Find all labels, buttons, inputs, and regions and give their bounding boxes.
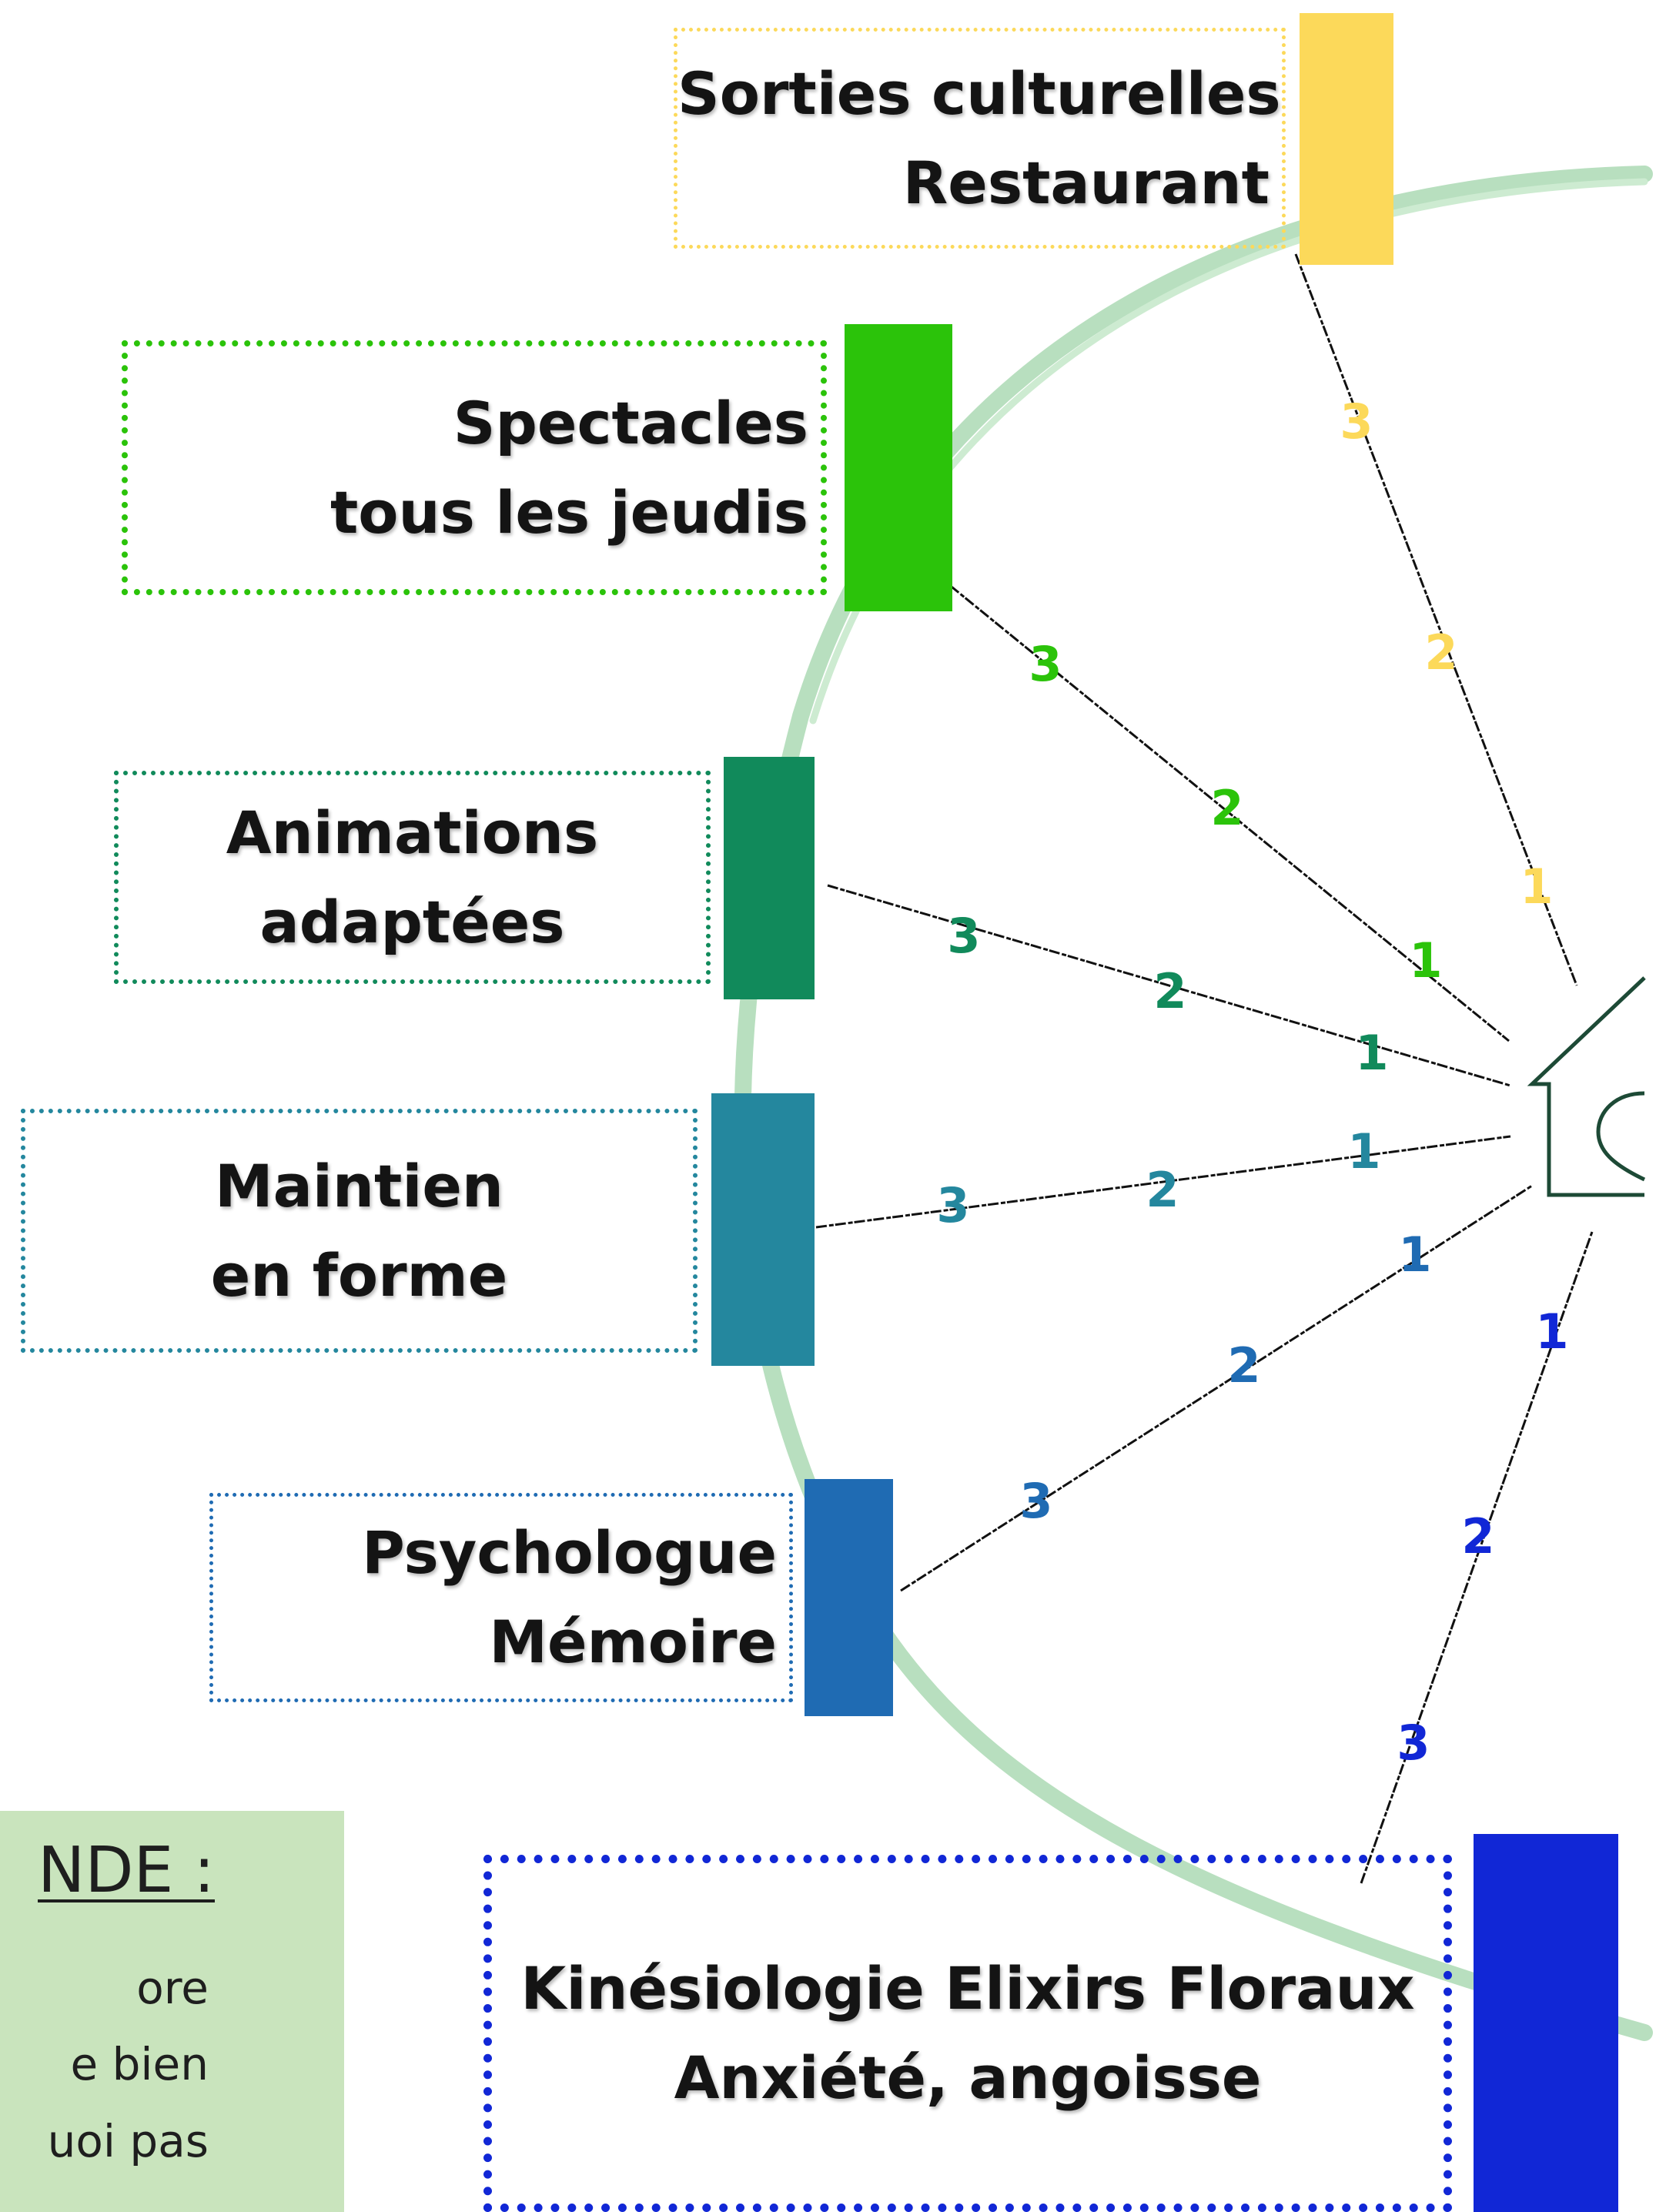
house-icon [1527, 976, 1646, 1197]
legend-line-3: uoi pas [47, 2115, 209, 2167]
activity-label-line-2: adaptées [259, 887, 565, 956]
tick-label: 1 [1398, 1226, 1432, 1283]
activity-label-psychologist: Psychologue Mémoire [209, 1493, 793, 1702]
activity-label-line-2: en forme [210, 1240, 508, 1310]
tick-label: 3 [936, 1177, 970, 1233]
tick-label: 2 [1461, 1508, 1495, 1564]
tick-label: 2 [1146, 1162, 1179, 1218]
tick-label: 1 [1355, 1025, 1389, 1081]
activity-label-kinesiology: Kinésiologie Elixirs Floraux Anxiété, an… [483, 1855, 1452, 2212]
tick-label: 2 [1153, 963, 1187, 1019]
color-bar-fitness [711, 1093, 815, 1366]
color-bar-animations [724, 757, 815, 999]
tick-label: 3 [1029, 636, 1062, 692]
tick-label: 2 [1210, 780, 1244, 836]
tick-label: 2 [1424, 624, 1458, 681]
tick-label: 1 [1347, 1123, 1381, 1180]
activity-label-line-1: Animations [226, 798, 599, 867]
connector-line [827, 884, 1511, 1087]
color-bar-kinesiology [1474, 1834, 1618, 2212]
activity-label-line-1: Spectacles [453, 388, 808, 457]
activity-label-line-2: Mémoire [489, 1608, 777, 1676]
connector-group [815, 253, 1594, 1884]
legend-panel: NDE : ore e bien uoi pas [0, 1811, 344, 2212]
activity-label-line-2: tous les jeudis [330, 477, 808, 547]
activity-label-cultural: Sorties culturelles Restaurant [674, 28, 1286, 249]
legend-line-2: e bien [70, 2038, 209, 2090]
tick-label: 3 [1397, 1715, 1430, 1771]
activity-label-animations: Animations adaptées [114, 771, 711, 984]
activity-label-fitness: Maintien en forme [21, 1109, 698, 1353]
activity-label-line-2: Anxiété, angoisse [674, 2043, 1262, 2112]
connector-line [935, 572, 1510, 1042]
legend-line-1: ore [136, 1962, 209, 2014]
color-bar-cultural [1300, 13, 1393, 265]
activity-label-line-1: Psychologue [362, 1518, 777, 1588]
tick-label: 1 [1535, 1303, 1569, 1360]
color-bar-psychologist [805, 1479, 893, 1716]
tick-label: 3 [1340, 393, 1373, 450]
tick-label: 3 [1019, 1473, 1053, 1529]
color-bar-shows [845, 324, 952, 611]
tick-label: 1 [1520, 858, 1554, 915]
activity-label-shows: Spectacles tous les jeudis [122, 340, 827, 595]
tick-label: 1 [1409, 932, 1443, 989]
connector-line [1294, 253, 1578, 986]
connector-line [900, 1184, 1533, 1592]
legend-title: NDE : [38, 1834, 215, 1907]
activity-label-line-1: Maintien [214, 1151, 504, 1220]
tick-label: 3 [947, 908, 981, 964]
activity-label-line-1: Kinésiologie Elixirs Floraux [520, 1954, 1415, 2023]
connector-line [815, 1135, 1511, 1229]
activity-label-line-2: Restaurant [902, 148, 1270, 217]
tick-label: 2 [1227, 1337, 1261, 1394]
activity-label-line-1: Sorties culturelles [677, 59, 1281, 128]
